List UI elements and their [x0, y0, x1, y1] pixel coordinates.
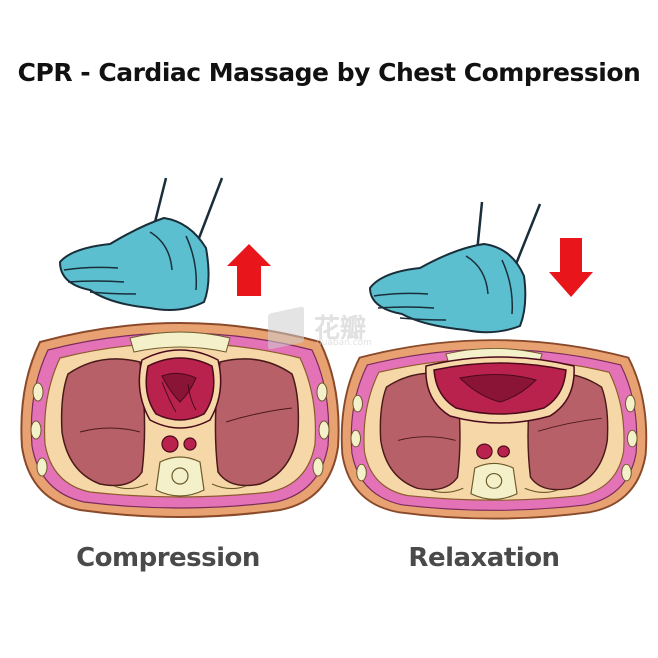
relaxation-hands: [368, 201, 542, 334]
relaxation-chest: [340, 339, 648, 520]
compression-label: Compression: [76, 543, 260, 573]
compression-hands: [58, 177, 224, 311]
down-arrow-icon: [549, 238, 593, 297]
compression-chest: [20, 322, 340, 518]
page-title: CPR - Cardiac Massage by Chest Compressi…: [17, 58, 641, 87]
relaxation-label: Relaxation: [408, 543, 560, 573]
up-arrow-icon: [227, 244, 271, 296]
watermark-logo-icon: 花瓣 huaban.com: [268, 306, 388, 352]
